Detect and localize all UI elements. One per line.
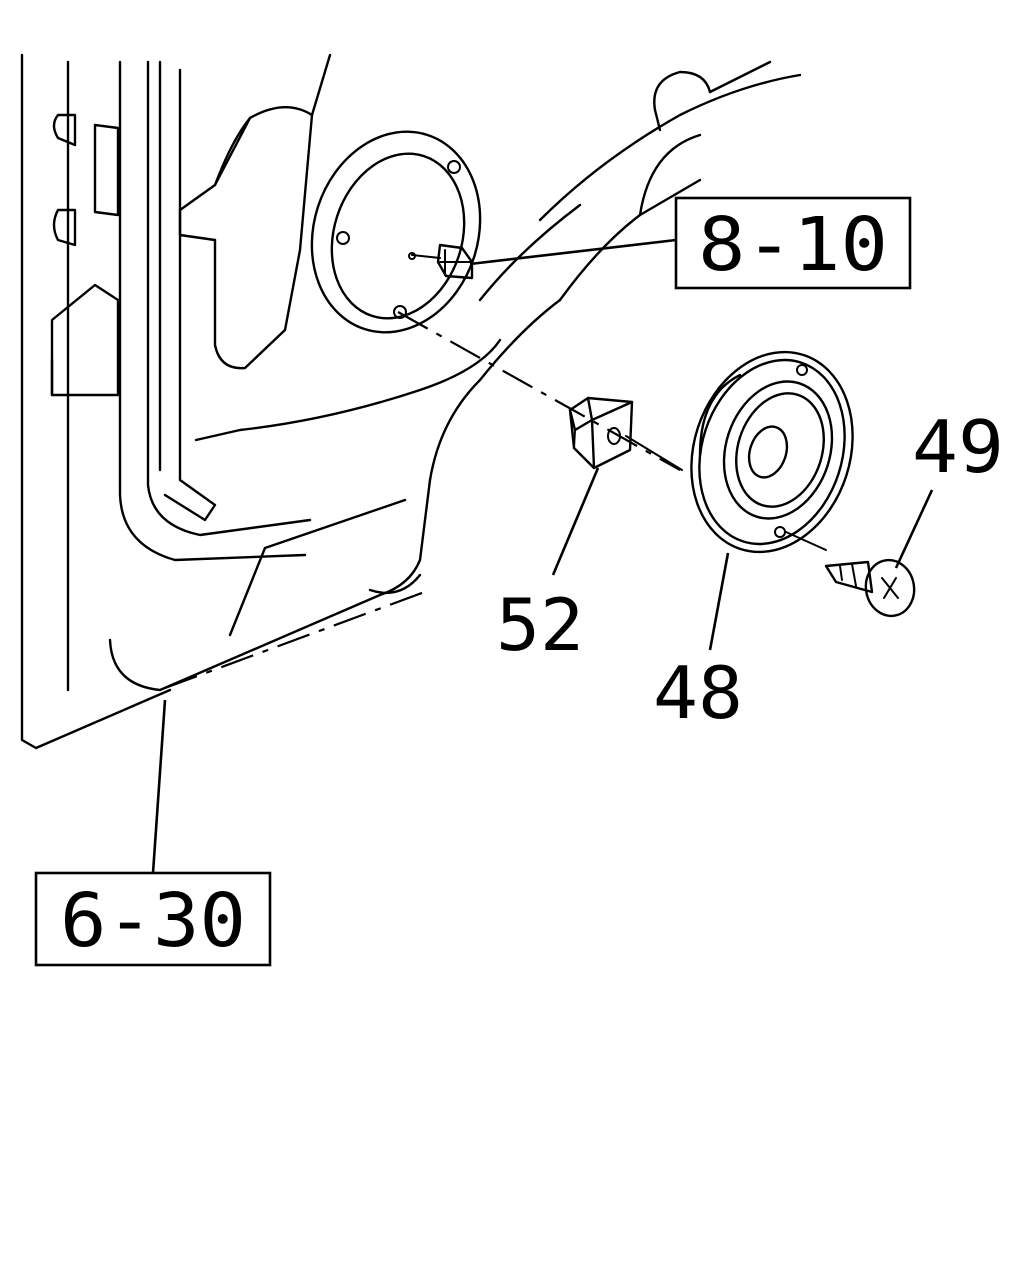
axis-clip-speaker: [625, 435, 683, 471]
leader-door: [151, 699, 167, 874]
callout-clip: 52: [496, 583, 584, 667]
callout-speaker: 48: [653, 651, 743, 735]
wire-connector: [408, 243, 474, 280]
clip-nut: [568, 396, 634, 470]
center-line-axis: [397, 311, 681, 471]
center-line-lower: [164, 588, 431, 690]
leader-speaker: [708, 552, 730, 651]
screw: [824, 558, 916, 618]
ref-door-label: 6-30: [60, 878, 246, 964]
door-panel: [20, 53, 802, 750]
callout-screw: 49: [912, 405, 1004, 489]
ref-connector-label: 8-10: [698, 202, 888, 288]
ref-box-door: 6-30: [34, 871, 272, 967]
leader-screw: [894, 489, 934, 569]
door-speaker-opening: [310, 130, 482, 334]
leader-clip: [551, 467, 600, 576]
ref-box-connector: 8-10: [674, 196, 912, 290]
leader-connector: [469, 238, 677, 266]
axis-speaker-screw: [785, 531, 827, 551]
speaker: [690, 350, 854, 554]
